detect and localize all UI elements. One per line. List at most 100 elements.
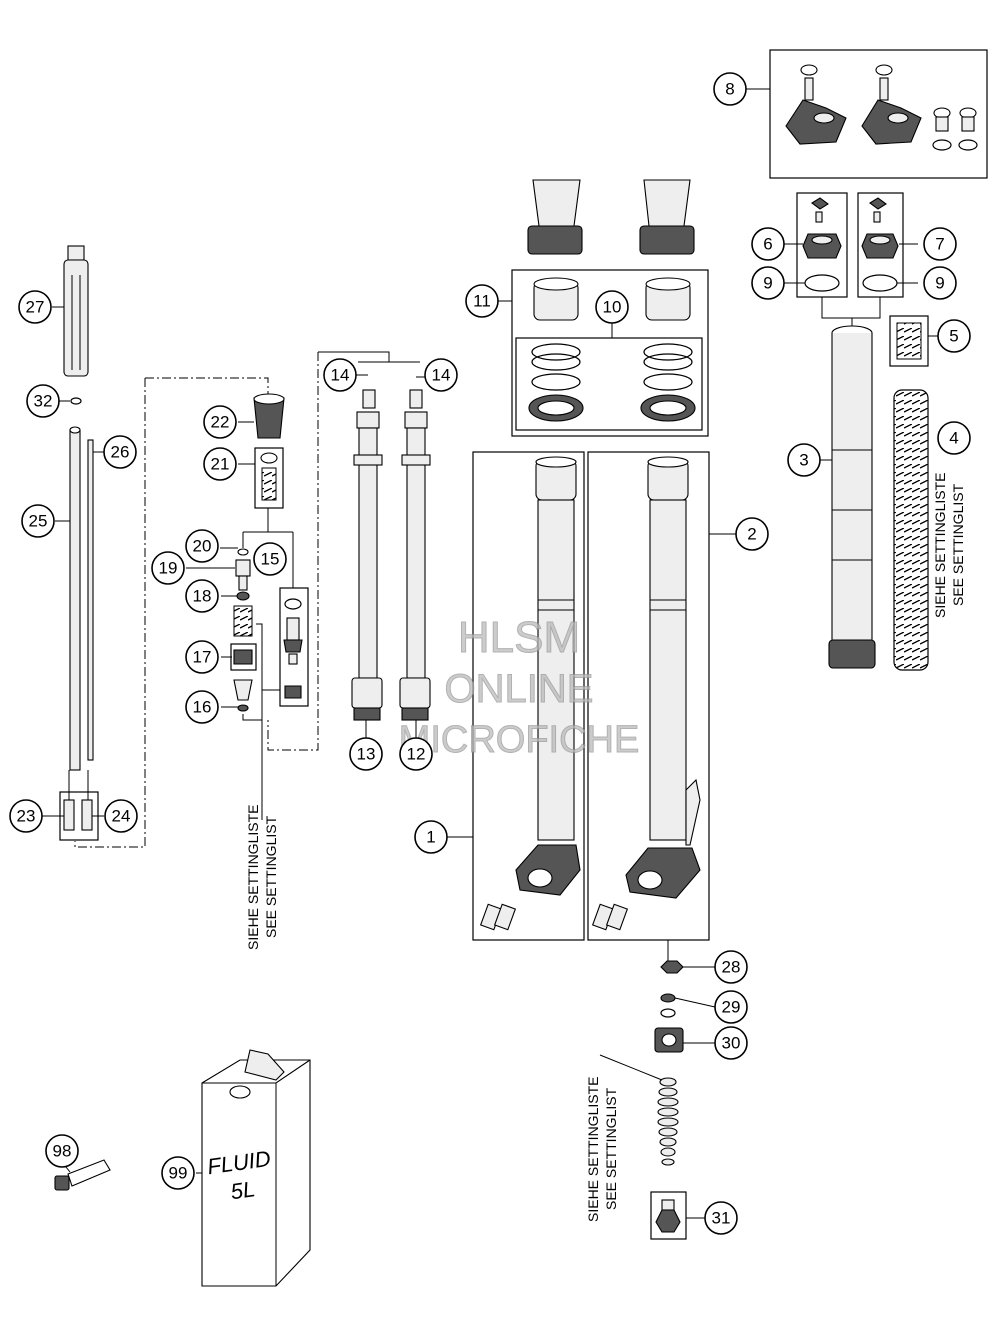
svg-text:14: 14 [432, 366, 451, 385]
callout-8: 8 [713, 72, 747, 106]
setting-note-en-1: SEE SETTINGLIST [263, 815, 279, 938]
svg-text:15: 15 [261, 550, 280, 569]
shim-stack-31 [657, 1077, 679, 1166]
svg-text:17: 17 [193, 648, 212, 667]
svg-text:20: 20 [193, 537, 212, 556]
callout-29: 29 [714, 990, 748, 1024]
valve-part-20 [237, 548, 249, 556]
valve-part-18 [236, 591, 250, 601]
svg-text:4: 4 [949, 429, 958, 448]
setting-note-en-2: SEE SETTINGLIST [950, 483, 966, 606]
svg-text:24: 24 [112, 807, 131, 826]
fork-caps-top [527, 179, 695, 255]
cap-7 [861, 197, 899, 292]
watermark-line2: ONLINE [445, 667, 594, 711]
callout-23: 23 [9, 799, 43, 833]
watermark-line1: HLSM [458, 613, 580, 662]
svg-text:11: 11 [473, 292, 491, 311]
callout-14-left: 14 [323, 358, 357, 392]
svg-text:2: 2 [747, 525, 756, 544]
svg-text:26: 26 [111, 443, 130, 462]
svg-text:8: 8 [725, 80, 734, 99]
callout-98: 98 [45, 1134, 79, 1168]
callout-20: 20 [185, 529, 219, 563]
svg-text:32: 32 [34, 392, 53, 411]
callout-18: 18 [185, 579, 219, 613]
tube-25 [69, 426, 81, 771]
adjuster-knob-left [785, 64, 847, 145]
callout-27: 27 [18, 290, 52, 324]
svg-text:30: 30 [722, 1034, 741, 1053]
svg-text:28: 28 [722, 958, 741, 977]
cartridge-13 [351, 389, 383, 721]
svg-text:23: 23 [17, 807, 36, 826]
svg-text:31: 31 [712, 1209, 731, 1228]
callout-11: 11 [465, 284, 499, 318]
svg-text:13: 13 [357, 745, 376, 764]
valve-part-22 [253, 393, 285, 439]
parts-28-31 [599, 960, 716, 1240]
valve-part-16 [237, 704, 249, 712]
callout-15: 15 [253, 542, 287, 576]
svg-text:7: 7 [935, 235, 944, 254]
svg-text:9: 9 [763, 274, 772, 293]
svg-text:98: 98 [53, 1142, 72, 1161]
fluid-can-99 [196, 1049, 311, 1287]
callout-28: 28 [714, 950, 748, 984]
spring-4 [893, 389, 929, 671]
svg-text:22: 22 [211, 413, 230, 432]
setting-note-de-3: SIEHE SETTINGLISTE [585, 1077, 601, 1222]
callout-31: 31 [704, 1201, 738, 1235]
adjuster-kit-group [746, 49, 988, 328]
callout-13: 13 [349, 737, 383, 771]
svg-text:21: 21 [211, 455, 230, 474]
fork-leg-1 [479, 456, 581, 931]
callout-12: 12 [399, 737, 433, 771]
callout-7: 7 [923, 227, 957, 261]
callout-32: 32 [26, 384, 60, 418]
part-27 [63, 245, 89, 377]
callout-17: 17 [185, 640, 219, 674]
parts-23-24 [63, 770, 93, 831]
cartridge-3 [820, 325, 876, 669]
svg-text:18: 18 [193, 587, 212, 606]
bushings-11 [533, 277, 691, 321]
callout-2: 2 [735, 517, 769, 551]
callout-6: 6 [751, 227, 785, 261]
callout-99: 99 [161, 1156, 195, 1190]
svg-text:19: 19 [159, 559, 178, 578]
fork-leg-2 [591, 456, 701, 931]
svg-text:14: 14 [331, 366, 350, 385]
cartridge-12 [399, 389, 431, 721]
svg-text:3: 3 [799, 451, 808, 470]
callout-9-right: 9 [923, 266, 957, 300]
callout-9-left: 9 [751, 266, 785, 300]
can-label-line2: 5L [229, 1176, 257, 1204]
seals-10 [528, 343, 696, 422]
callout-19: 19 [151, 551, 185, 585]
cap-6 [802, 197, 842, 292]
svg-text:25: 25 [29, 512, 48, 531]
grease-tube-98 [54, 1159, 111, 1191]
valve-part-21 [260, 452, 278, 501]
svg-text:29: 29 [722, 998, 741, 1017]
svg-text:99: 99 [169, 1164, 188, 1183]
valve-part-15 [283, 598, 303, 699]
valve-part-19 [235, 559, 251, 591]
adjuster-knob-right [861, 64, 922, 145]
setting-note-de-1: SIEHE SETTINGLISTE [245, 805, 261, 950]
svg-text:9: 9 [935, 274, 944, 293]
svg-text:6: 6 [763, 235, 772, 254]
callout-14-right: 14 [424, 358, 458, 392]
svg-text:10: 10 [603, 298, 622, 317]
svg-text:27: 27 [26, 298, 45, 317]
callout-24: 24 [104, 799, 138, 833]
setting-note-en-3: SEE SETTINGLIST [603, 1087, 619, 1210]
spring-5 [889, 315, 938, 367]
svg-text:12: 12 [407, 745, 426, 764]
o-ring-32 [70, 397, 82, 405]
callout-25: 25 [21, 504, 55, 538]
svg-text:1: 1 [426, 828, 435, 847]
callout-21: 21 [203, 447, 237, 481]
callout-26: 26 [103, 435, 137, 469]
